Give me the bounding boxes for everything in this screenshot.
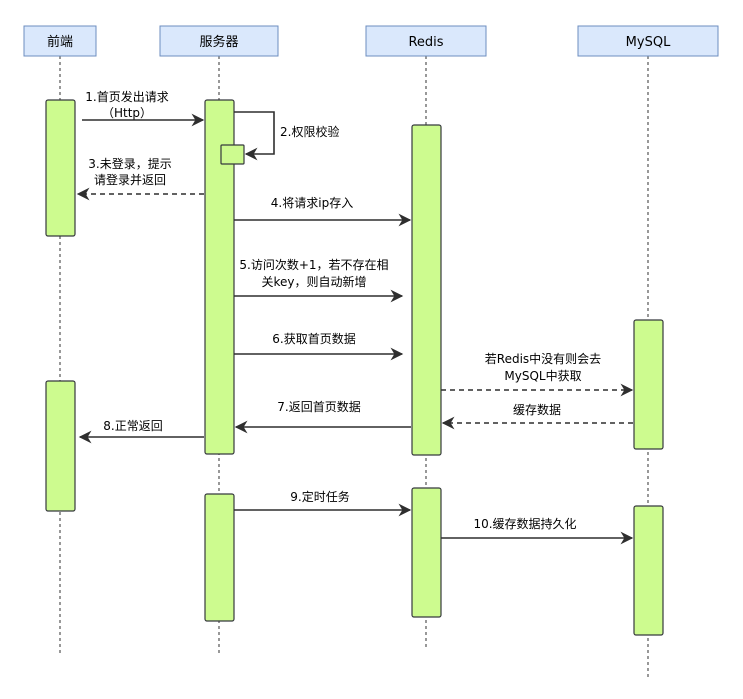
label-5-line2: 关key，则自动新增	[261, 274, 366, 289]
label-4: 4.将请求ip存入	[271, 196, 353, 210]
activation-redis-1	[411, 124, 442, 456]
label-1-line2: （Http）	[102, 106, 152, 120]
label-3-line1: 3.未登录，提示	[88, 156, 171, 171]
activation-server-2	[204, 493, 235, 622]
arrow-2-permission-check	[234, 111, 275, 161]
label-cache-data: 缓存数据	[513, 402, 561, 417]
label-6: 6.获取首页数据	[272, 331, 355, 346]
label-5-line1: 5.访问次数+1，若不存在相	[239, 257, 388, 272]
participant-redis-label: Redis	[408, 35, 443, 50]
participant-server: 服务器	[159, 25, 279, 57]
participant-server-label: 服务器	[199, 34, 238, 50]
activation-redis-2	[411, 487, 442, 618]
label-1-line1: 1.首页发出请求	[85, 89, 168, 104]
participant-mysql-label: MySQL	[626, 35, 671, 50]
activation-frontend-1	[45, 99, 76, 237]
activation-mysql-2	[633, 505, 664, 636]
activation-server-self-check	[220, 144, 245, 165]
label-10: 10.缓存数据持久化	[473, 516, 576, 531]
activation-mysql-1	[633, 319, 664, 450]
participant-frontend: 前端	[23, 25, 97, 57]
label-9: 9.定时任务	[290, 489, 349, 504]
label-8: 8.正常返回	[103, 419, 162, 433]
activation-server-1	[204, 99, 235, 455]
label-2: 2.权限校验	[280, 124, 339, 139]
label-3-line2: 请登录并返回	[94, 172, 166, 187]
label-redis-mysql-line2: MySQL中获取	[504, 368, 581, 383]
participant-mysql: MySQL	[577, 25, 719, 57]
activation-frontend-2	[45, 380, 76, 512]
participant-frontend-label: 前端	[47, 34, 73, 50]
label-redis-mysql-line1: 若Redis中没有则会去	[485, 351, 601, 366]
participant-redis: Redis	[365, 25, 487, 57]
label-7: 7.返回首页数据	[277, 399, 360, 414]
